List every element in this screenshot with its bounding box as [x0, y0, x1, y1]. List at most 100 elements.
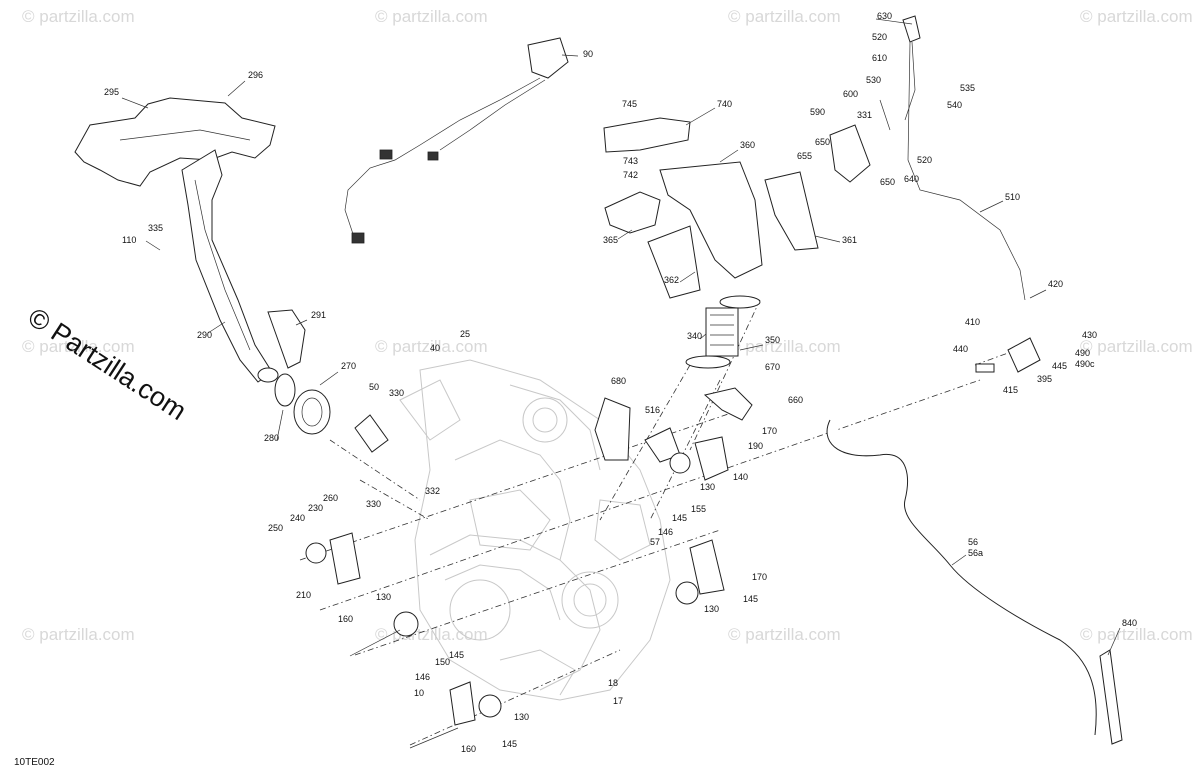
hose-56 — [826, 419, 1123, 745]
watermark-tile: © partzilla.com — [375, 337, 488, 356]
part-label-145a: 145 — [672, 513, 687, 523]
part-label-670: 670 — [765, 362, 780, 372]
part-label-530: 530 — [866, 75, 881, 85]
engine-block — [399, 359, 671, 701]
part-label-680: 680 — [611, 376, 626, 386]
watermark-main: © Partzilla.com — [23, 302, 192, 426]
part-label-745: 745 — [622, 99, 637, 109]
part-label-490c: 490c — [1075, 359, 1095, 369]
part-label-610: 610 — [872, 53, 887, 63]
part-label-640: 640 — [904, 174, 919, 184]
part-label-18: 18 — [608, 678, 618, 688]
part-label-630: 630 — [877, 11, 892, 21]
part-label-130c: 130 — [704, 604, 719, 614]
part-label-600: 600 — [843, 89, 858, 99]
part-label-130a: 130 — [700, 482, 715, 492]
watermark-tile: © partzilla.com — [1080, 7, 1193, 26]
part-label-743: 743 — [623, 156, 638, 166]
part-label-340: 340 — [687, 331, 702, 341]
part-label-510: 510 — [1005, 192, 1020, 202]
part-label-350: 350 — [765, 335, 780, 345]
part-label-190: 190 — [748, 441, 763, 451]
pipe-291 — [267, 309, 306, 369]
part-label-415: 415 — [1003, 385, 1018, 395]
watermark-tile: © partzilla.com — [728, 625, 841, 644]
engine-mounts — [305, 436, 729, 749]
watermark-tile: © partzilla.com — [22, 625, 135, 644]
part-label-270: 270 — [341, 361, 356, 371]
part-label-150: 150 — [435, 657, 450, 667]
exhaust-pipe-290 — [181, 149, 273, 383]
watermark-tile: © partzilla.com — [1080, 337, 1193, 356]
part-label-160a: 160 — [338, 614, 353, 624]
part-label-10: 10 — [414, 688, 424, 698]
part-label-365: 365 — [603, 235, 618, 245]
part-label-520a: 520 — [872, 32, 887, 42]
part-label-360: 360 — [740, 140, 755, 150]
part-label-660: 660 — [788, 395, 803, 405]
part-label-742: 742 — [623, 170, 638, 180]
watermark-tile: © partzilla.com — [728, 7, 841, 26]
module-680 — [594, 397, 681, 463]
part-label-490: 490 — [1075, 348, 1090, 358]
part-label-155: 155 — [691, 504, 706, 514]
part-label-140: 140 — [733, 472, 748, 482]
watermark-tile: © partzilla.com — [375, 7, 488, 26]
part-label-650b: 650 — [880, 177, 895, 187]
part-label-230: 230 — [308, 503, 323, 513]
part-label-56: 56 — [968, 537, 978, 547]
part-label-296: 296 — [248, 70, 263, 80]
part-label-395: 395 — [1037, 374, 1052, 384]
diagram-code: 10TE002 — [14, 757, 55, 768]
part-label-330b: 330 — [366, 499, 381, 509]
part-label-57: 57 — [650, 537, 660, 547]
part-label-330a: 330 — [389, 388, 404, 398]
part-label-170b: 170 — [752, 572, 767, 582]
heat-shield-295 — [74, 97, 276, 187]
part-label-361: 361 — [842, 235, 857, 245]
part-label-440: 440 — [953, 344, 968, 354]
part-label-290: 290 — [197, 330, 212, 340]
part-label-590: 590 — [810, 107, 825, 117]
watermark-tile: © partzilla.com — [22, 7, 135, 26]
part-label-146b: 146 — [415, 672, 430, 682]
air-intake-assembly — [603, 117, 819, 299]
label-leaders — [121, 18, 1121, 656]
part-label-50: 50 — [369, 382, 379, 392]
part-label-25: 25 — [460, 329, 470, 339]
leader-lines — [299, 299, 1031, 746]
part-label-280: 280 — [264, 433, 279, 443]
part-label-145b: 145 — [743, 594, 758, 604]
bracket-660 — [703, 387, 753, 421]
part-label-445: 445 — [1052, 361, 1067, 371]
part-label-295: 295 — [104, 87, 119, 97]
watermark-tile: © partzilla.com — [728, 337, 841, 356]
part-label-130b: 130 — [376, 592, 391, 602]
part-label-260: 260 — [323, 493, 338, 503]
part-label-210: 210 — [296, 590, 311, 600]
watermark-tile: © partzilla.com — [22, 337, 135, 356]
part-label-160b: 160 — [461, 744, 476, 754]
part-label-110: 110 — [122, 235, 136, 245]
part-label-145d: 145 — [502, 739, 517, 749]
part-label-410: 410 — [965, 317, 980, 327]
part-label-420: 420 — [1048, 279, 1063, 289]
part-label-335: 335 — [148, 223, 163, 233]
part-label-130d: 130 — [514, 712, 529, 722]
part-label-145c: 145 — [449, 650, 464, 660]
part-label-40: 40 — [430, 343, 440, 353]
part-label-516: 516 — [645, 405, 660, 415]
shift-lever-assembly — [829, 15, 1041, 373]
part-label-362: 362 — [664, 275, 679, 285]
part-label-56a: 56a — [968, 548, 983, 558]
part-label-17: 17 — [613, 696, 623, 706]
air-filter-340 — [685, 295, 761, 369]
part-label-840: 840 — [1122, 618, 1137, 628]
part-label-90: 90 — [583, 49, 593, 59]
part-label-291: 291 — [311, 310, 326, 320]
watermark-grid: © partzilla.com © partzilla.com © partzill… — [22, 7, 1193, 644]
plate-50 — [354, 414, 389, 453]
part-label-520b: 520 — [917, 155, 932, 165]
